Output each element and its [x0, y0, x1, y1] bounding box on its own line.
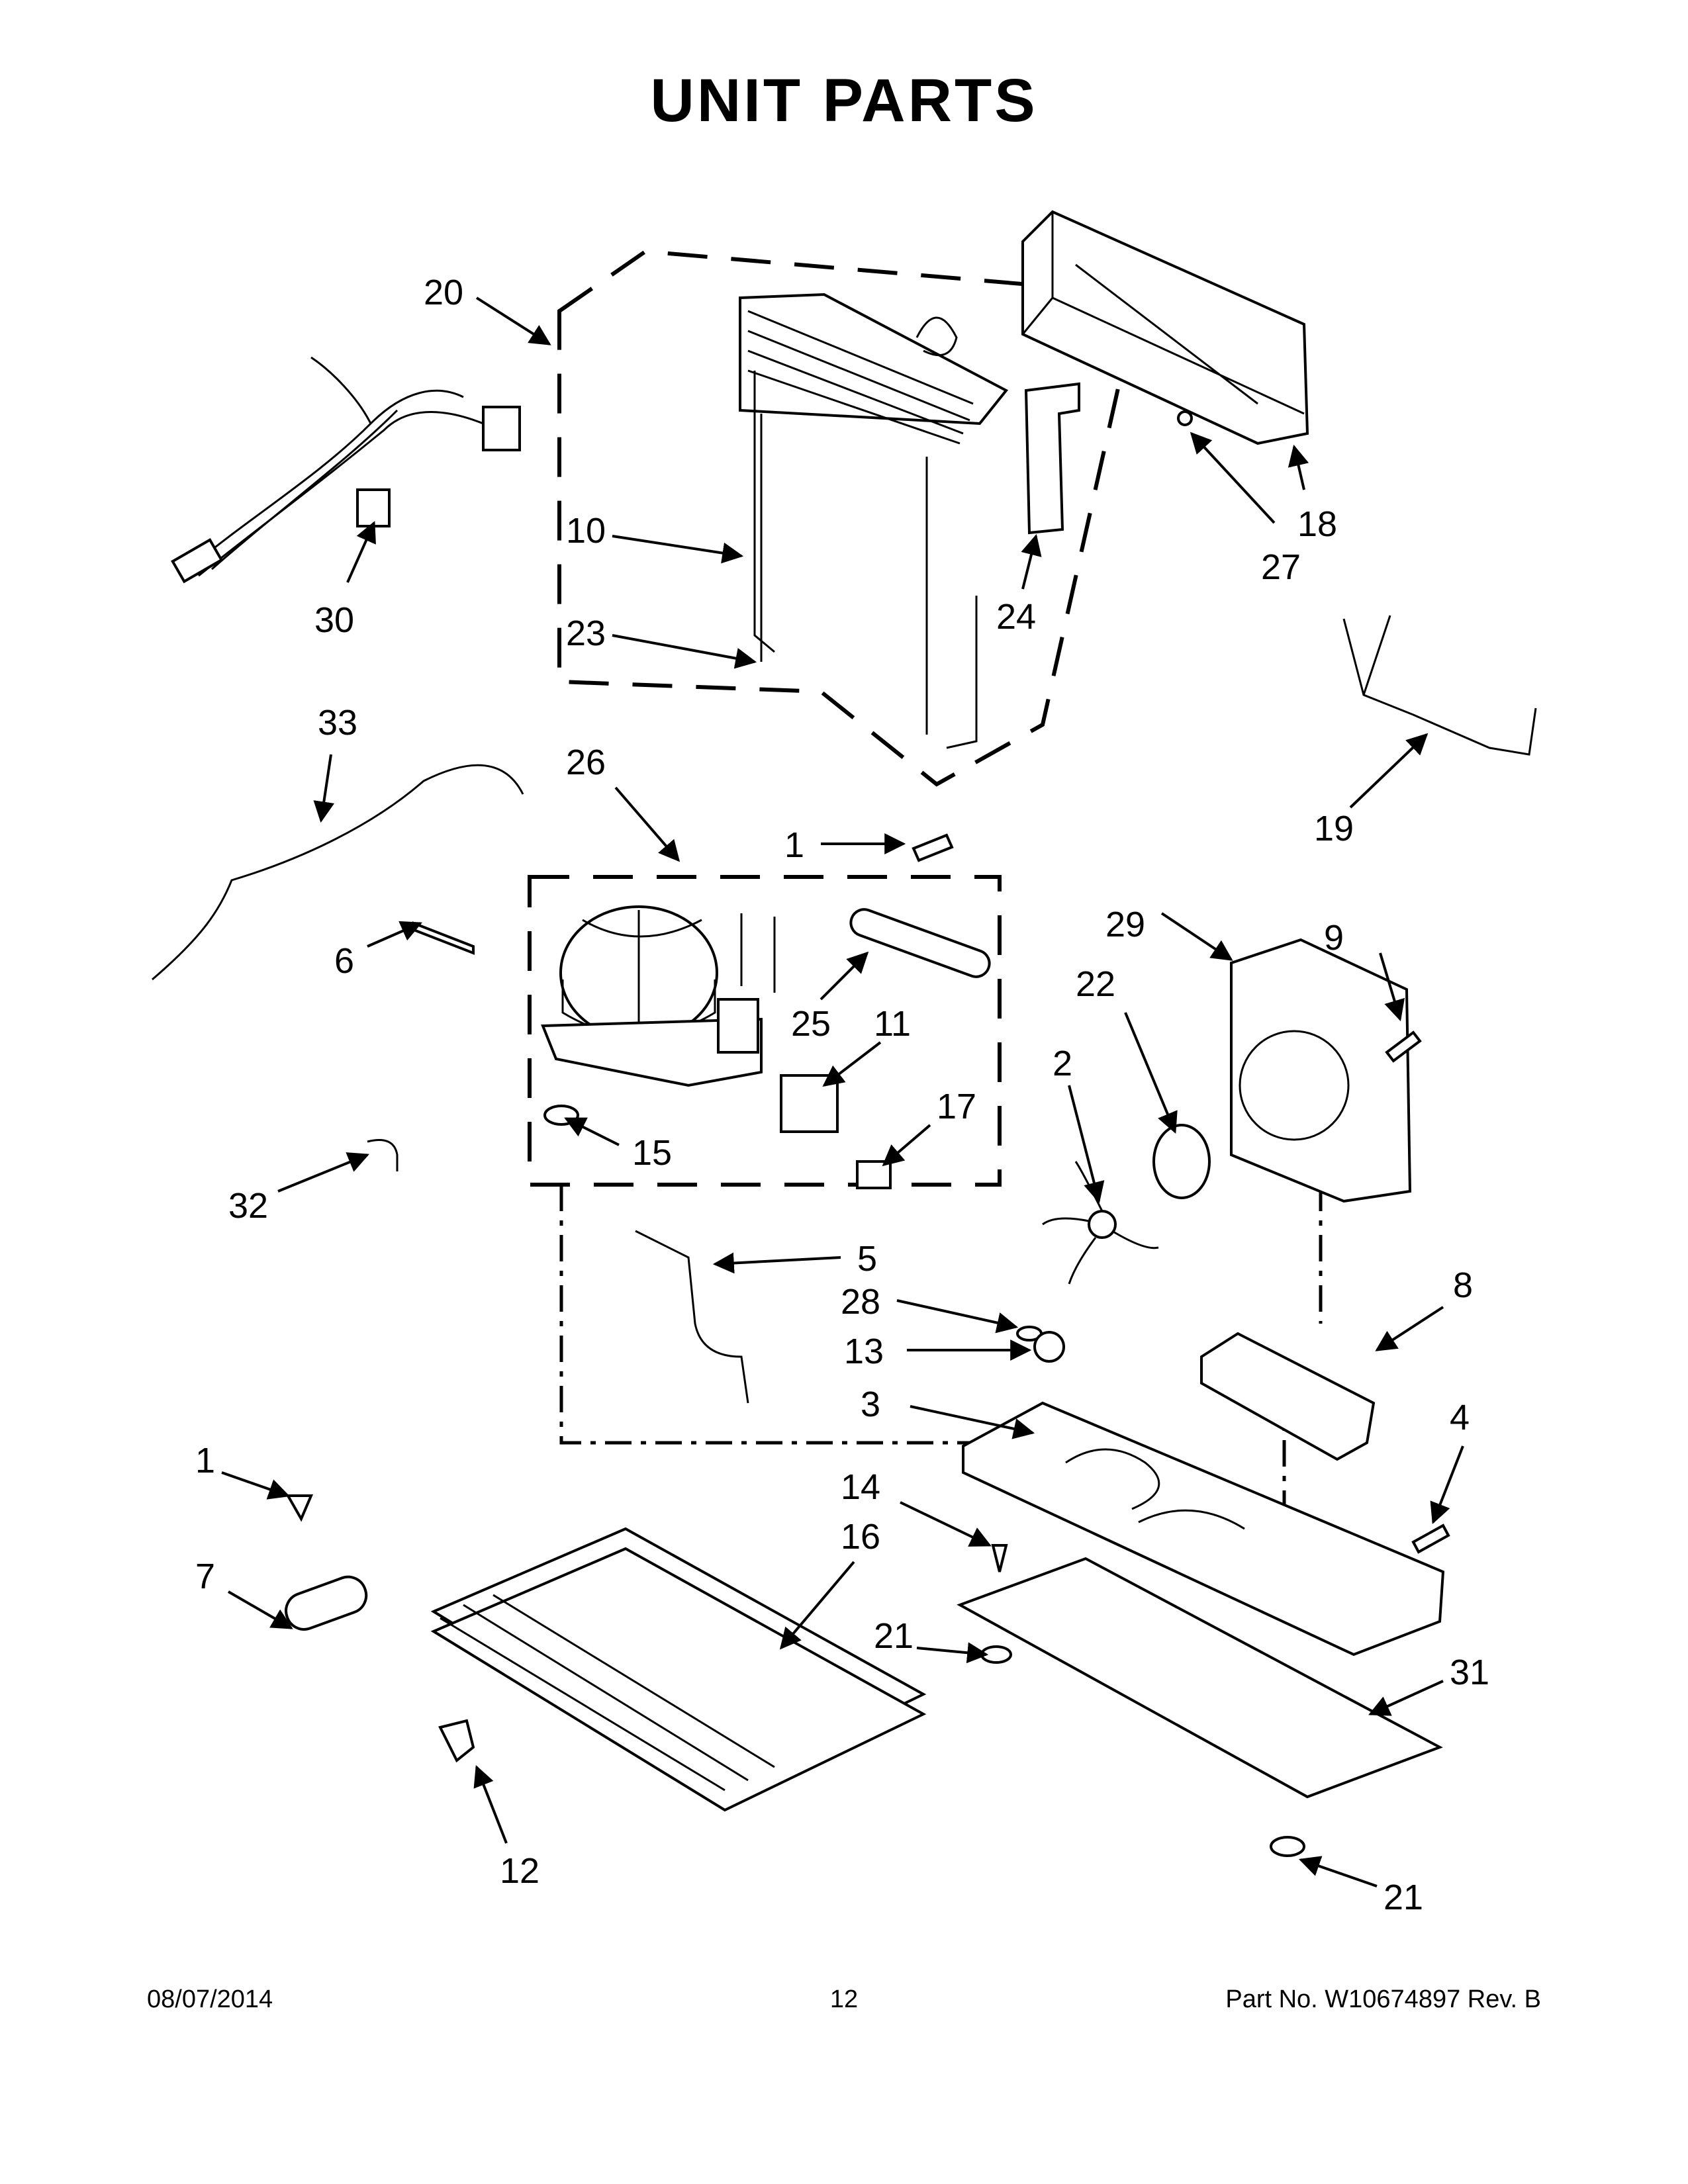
callout-22: 22	[1076, 964, 1115, 1004]
part-26-compressor	[541, 905, 776, 1087]
part-1-screw-upper	[912, 833, 954, 862]
callout-24: 24	[996, 597, 1036, 637]
callout-15: 15	[632, 1133, 672, 1173]
part-4-screw	[1411, 1524, 1450, 1554]
part-32-clip	[367, 1139, 399, 1171]
callout-21-lower: 21	[1383, 1878, 1423, 1917]
callout-8: 8	[1453, 1265, 1473, 1305]
callout-10: 10	[566, 511, 606, 551]
callout-2: 2	[1053, 1044, 1072, 1083]
callout-25: 25	[791, 1004, 831, 1044]
part-27-screw	[1177, 410, 1193, 426]
callout-27: 27	[1261, 547, 1301, 587]
callout-14: 14	[841, 1467, 880, 1507]
part-16-condenser	[430, 1527, 927, 1812]
part-21-foot-lower	[1270, 1836, 1305, 1857]
part-1-screw-lower	[285, 1494, 314, 1522]
part-14-screw	[991, 1544, 1008, 1572]
part-12-clip	[438, 1719, 475, 1763]
callout-18: 18	[1297, 504, 1337, 544]
part-3-base-pan	[962, 1401, 1445, 1657]
page-title: UNIT PARTS	[650, 67, 1038, 134]
part-17-overload	[856, 1160, 892, 1189]
part-7-tube	[285, 1575, 368, 1631]
callout-7: 7	[195, 1557, 215, 1596]
part-2-fan-blade	[1042, 1161, 1159, 1285]
callout-6: 6	[334, 941, 354, 981]
callout-32: 32	[228, 1186, 268, 1226]
part-18-evaporator-cover	[1021, 210, 1309, 445]
part-30-power-cord-harness	[171, 356, 521, 584]
callout-13: 13	[844, 1332, 884, 1371]
callout-30: 30	[314, 600, 354, 640]
callout-31: 31	[1450, 1653, 1489, 1692]
footer-part-number: Part No. W10674897 Rev. B	[1225, 1985, 1541, 2013]
part-5-drain-tube	[635, 1230, 749, 1404]
callout-17: 17	[937, 1087, 976, 1126]
evaporator-group-boundary	[557, 249, 1125, 787]
callout-labels: 20 10 23 24 18 27 30 33 26 1 25 11 17 6 …	[195, 273, 1489, 1917]
part-31-panel	[957, 1557, 1443, 1799]
callout-21-upper: 21	[874, 1616, 914, 1656]
part-25-filter-drier	[849, 908, 991, 978]
footer-date: 08/07/2014	[147, 1985, 273, 2013]
callout-33: 33	[318, 703, 357, 743]
callout-12: 12	[500, 1851, 539, 1891]
callout-9: 9	[1324, 918, 1344, 958]
callout-29: 29	[1105, 905, 1145, 944]
evaporator-coil	[739, 293, 1009, 749]
callout-19: 19	[1314, 809, 1354, 848]
callout-16: 16	[841, 1517, 880, 1557]
part-9-screw	[1385, 1030, 1422, 1063]
callout-1-upper: 1	[784, 825, 804, 865]
part-11-relay	[780, 1074, 839, 1133]
part-19-tubing	[1342, 615, 1537, 756]
callout-4: 4	[1450, 1398, 1470, 1437]
footer-page-number: 12	[829, 1985, 859, 2013]
part-8-bracket	[1200, 1332, 1376, 1461]
part-6-bracket	[412, 921, 475, 955]
callout-20: 20	[424, 273, 463, 312]
callout-11: 11	[874, 1004, 911, 1044]
callout-3: 3	[861, 1385, 880, 1424]
part-13-grommet	[1033, 1331, 1065, 1363]
part-24-bracket	[1024, 382, 1080, 535]
callout-23: 23	[566, 614, 606, 653]
callout-1-lower: 1	[195, 1441, 215, 1480]
part-33-wire-harness	[152, 764, 524, 981]
leader-lines	[221, 296, 1464, 1888]
part-29-fan-shroud	[1230, 938, 1412, 1203]
part-22-fan-motor	[1152, 1124, 1211, 1199]
callout-5: 5	[857, 1239, 877, 1279]
callout-28: 28	[841, 1282, 880, 1322]
compressor-group-boundary	[528, 875, 1002, 1187]
callout-26: 26	[566, 743, 606, 782]
